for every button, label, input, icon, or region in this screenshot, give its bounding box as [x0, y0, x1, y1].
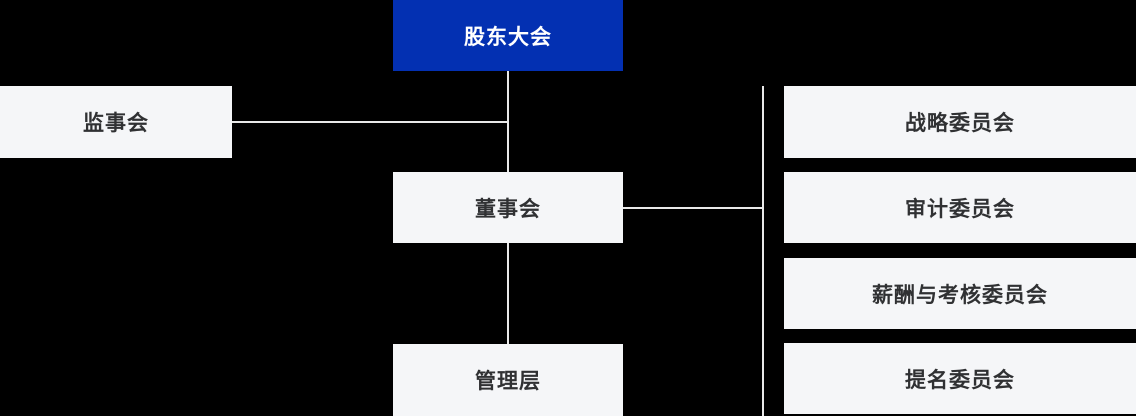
- node-supervisory-board-label: 监事会: [83, 112, 149, 135]
- connector-committees-spine: [762, 86, 764, 416]
- node-board-of-directors-label: 董事会: [475, 197, 541, 221]
- node-shareholders-meeting: 股东大会: [393, 0, 623, 71]
- node-nomination-committee: 提名委员会: [784, 343, 1136, 414]
- connector-supervisors-branch: [232, 121, 509, 123]
- node-compensation-assessment-committee-label: 薪酬与考核委员会: [872, 283, 1048, 307]
- node-management: 管理层: [393, 344, 623, 416]
- node-supervisory-board: 监事会: [0, 86, 232, 158]
- node-nomination-committee-label: 提名委员会: [905, 368, 1015, 392]
- node-strategy-committee: 战略委员会: [784, 86, 1136, 158]
- connector-board-to-management: [507, 243, 509, 344]
- node-board-of-directors: 董事会: [393, 172, 623, 243]
- connector-board-to-committees: [623, 207, 762, 209]
- node-shareholders-meeting-label: 股东大会: [464, 25, 552, 49]
- node-compensation-assessment-committee: 薪酬与考核委员会: [784, 258, 1136, 329]
- node-management-label: 管理层: [475, 370, 541, 393]
- node-audit-committee: 审计委员会: [784, 172, 1136, 243]
- node-strategy-committee-label: 战略委员会: [905, 112, 1015, 135]
- node-audit-committee-label: 审计委员会: [905, 197, 1015, 221]
